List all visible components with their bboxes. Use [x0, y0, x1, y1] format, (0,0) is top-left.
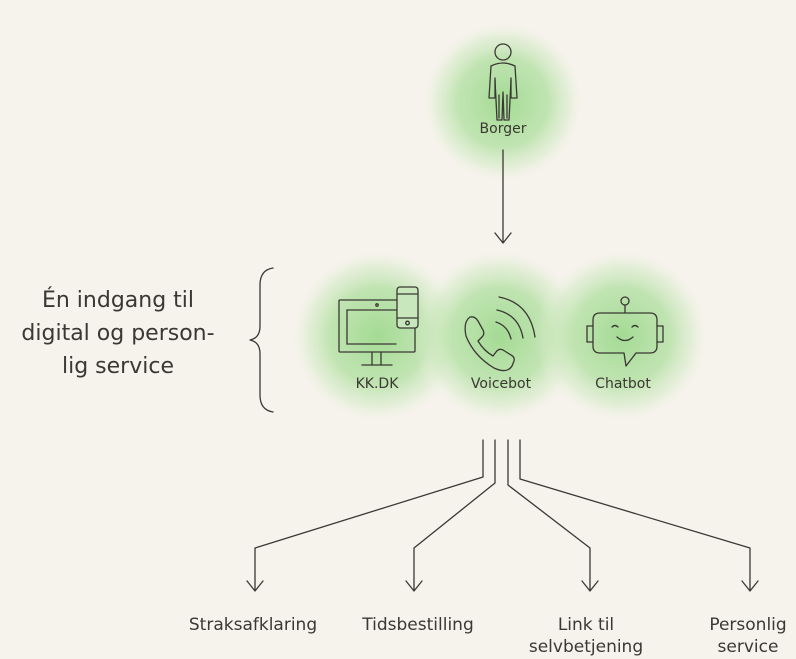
outcome-line-1: Tidsbestilling	[362, 615, 474, 635]
channel-label-voicebot: Voicebot	[470, 376, 532, 392]
desktop-and-phone-icon	[338, 286, 419, 366]
kkdk-glow	[290, 248, 466, 424]
citizen-label: Borger	[479, 121, 527, 137]
arrow-citizen-to-channels	[494, 149, 512, 244]
side-label: Én indgang til digital og person- lig se…	[8, 284, 228, 383]
robot-chat-icon	[586, 296, 664, 367]
outcome-line-1: Link til	[557, 615, 615, 635]
outcome-line-2: selvbetjening	[528, 637, 644, 657]
outcome-label-straksafklaring: Straksafklaring	[189, 614, 317, 636]
curly-brace	[249, 267, 274, 413]
side-label-line-1: Én indgang til	[41, 288, 195, 313]
voicebot-glow	[412, 248, 588, 424]
branch-connectors	[246, 439, 759, 592]
outcome-line-1: Personlig	[709, 615, 787, 635]
side-label-line-2: digital og person-	[21, 321, 215, 346]
outcome-line-2: service	[717, 637, 779, 657]
chatbot-glow	[534, 248, 710, 424]
outcome-label-tidsbestilling: Tidsbestilling	[362, 614, 473, 636]
person-icon	[488, 43, 518, 121]
outcome-label-personlig-service: Personlig service	[709, 614, 786, 658]
channel-label-kkdk: KK.DK	[355, 376, 399, 392]
channel-label-chatbot: Chatbot	[595, 376, 651, 392]
phone-soundwave-icon	[464, 296, 536, 372]
outcome-label-selvbetjening: Link til selvbetjening	[529, 614, 643, 658]
side-label-line-3: lig service	[62, 354, 174, 379]
outcome-line-1: Straksafklaring	[188, 615, 318, 635]
